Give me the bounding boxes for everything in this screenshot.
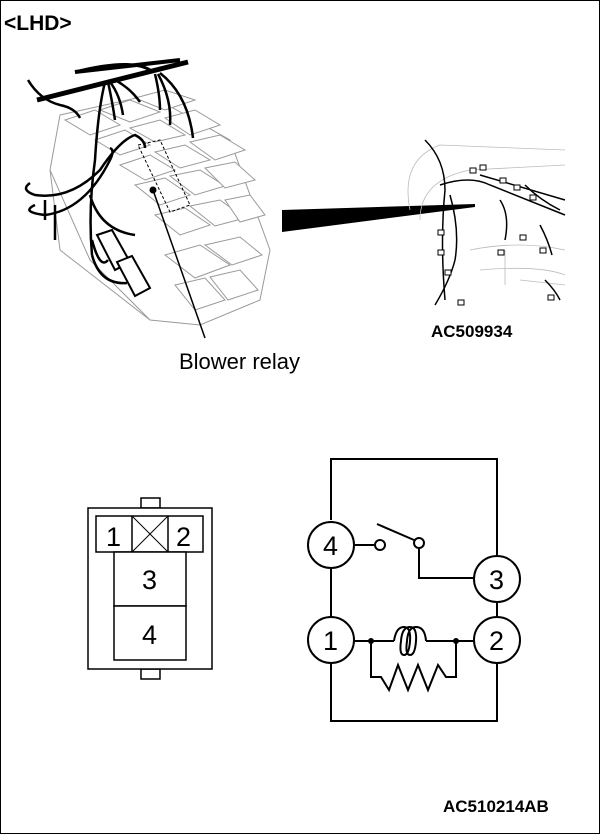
schematic-terminal-1-label: 1 bbox=[323, 626, 338, 656]
relay-schematic bbox=[307, 458, 521, 722]
coil-symbol bbox=[393, 625, 427, 657]
connector-latch-bottom bbox=[140, 668, 161, 680]
top-figure-code: AC509934 bbox=[431, 322, 513, 341]
bottom-figure-code: AC510214AB bbox=[443, 797, 549, 816]
resistor-symbol bbox=[370, 641, 457, 693]
schematic-terminal-4-label: 4 bbox=[323, 531, 338, 561]
junction-dot-right bbox=[453, 638, 459, 644]
connector-face bbox=[87, 497, 213, 680]
terminal-3-lead bbox=[418, 548, 474, 579]
dashboard-locator-illustration bbox=[282, 139, 566, 306]
connector-cavity-4 bbox=[113, 605, 187, 661]
relay-box-illustration bbox=[24, 58, 271, 339]
terminal-4-circle bbox=[307, 521, 355, 569]
junction-dot-left bbox=[368, 638, 374, 644]
connector-top-row bbox=[95, 515, 204, 553]
variant-label: <LHD> bbox=[4, 12, 72, 35]
connector-cavity-3 bbox=[113, 551, 187, 607]
connector-pin-1: 1 bbox=[106, 522, 121, 552]
blower-relay-callout: Blower relay bbox=[179, 349, 301, 374]
terminal-3-circle bbox=[473, 555, 521, 603]
connector-latch-top bbox=[140, 497, 161, 509]
connector-pin-4: 4 bbox=[142, 620, 157, 650]
terminal-1-circle bbox=[307, 616, 355, 664]
switch-blade bbox=[376, 523, 415, 541]
connector-pin-2: 2 bbox=[176, 522, 191, 552]
schematic-terminal-3-label: 3 bbox=[489, 565, 504, 595]
connector-pin-3: 3 bbox=[142, 565, 157, 595]
switch-moving-contact bbox=[413, 537, 425, 549]
terminal-2-circle bbox=[473, 616, 521, 664]
switch-fixed-contact bbox=[374, 539, 386, 551]
schematic-terminal-2-label: 2 bbox=[489, 626, 504, 656]
